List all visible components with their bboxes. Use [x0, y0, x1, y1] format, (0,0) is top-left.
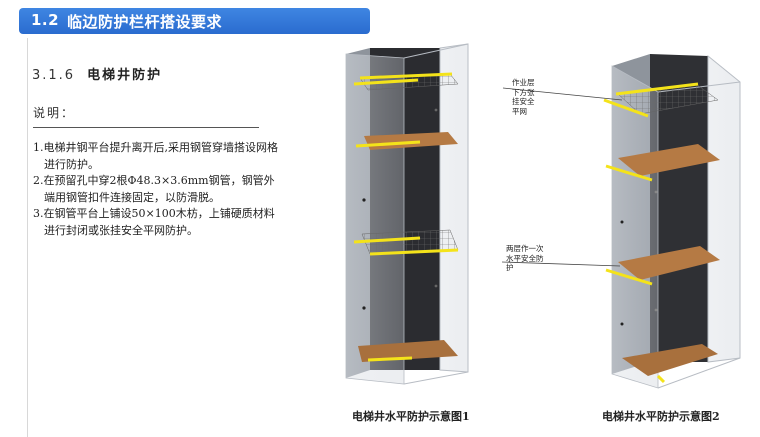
- section-heading: 3.1.6 电梯井防护: [32, 64, 162, 83]
- elevator-shaft-figure-1: [345, 43, 469, 385]
- callout-mid-line-1: 两层作一次: [506, 244, 544, 253]
- section-title: 电梯井防护: [87, 68, 163, 83]
- elevator-shaft-figure-2: [603, 54, 741, 389]
- callout-mid-line-2: 水平安全防: [506, 253, 544, 263]
- notes-label: 说明：: [33, 106, 76, 120]
- callout-mid: 两层作一次 水平安全防 护: [506, 244, 544, 273]
- notes-divider: [33, 127, 259, 128]
- section-number: 3.1.6: [32, 68, 76, 83]
- notes-list: 1.电梯井钢平台提升离开后,采用钢管穿墙搭设网格进行防护。 2.在预留孔中穿2根…: [33, 140, 283, 239]
- header-title: 临边防护栏杆搭设要求: [67, 13, 223, 31]
- left-divider: [27, 38, 28, 437]
- callout-top-line-3: 挂安全: [512, 97, 535, 106]
- callout-top-line-4: 平网: [512, 106, 527, 116]
- callout-top-line-2: 下方张: [512, 87, 535, 97]
- figure-2-caption: 电梯井水平防护示意图2: [602, 410, 720, 423]
- section-header-bar: 1.2 临边防护栏杆搭设要求: [19, 8, 370, 34]
- callout-mid-line-3: 护: [506, 263, 514, 272]
- callout-top-line-1: 作业层: [512, 78, 535, 87]
- callout-top: 作业层 下方张 挂安全 平网: [512, 78, 535, 116]
- figure-1-caption: 电梯井水平防护示意图1: [352, 410, 470, 423]
- note-item-3: 3.在钢管平台上铺设50×100木枋，上铺硬质材料进行封闭或张挂安全平网防护。: [33, 207, 275, 237]
- note-item-1: 1.电梯井钢平台提升离开后,采用钢管穿墙搭设网格进行防护。: [33, 141, 278, 171]
- note-item-2: 2.在预留孔中穿2根Φ48.3×3.6mm钢管，钢管外端用钢管扣件连接固定，以防…: [33, 174, 275, 204]
- header-number: 1.2: [31, 11, 60, 29]
